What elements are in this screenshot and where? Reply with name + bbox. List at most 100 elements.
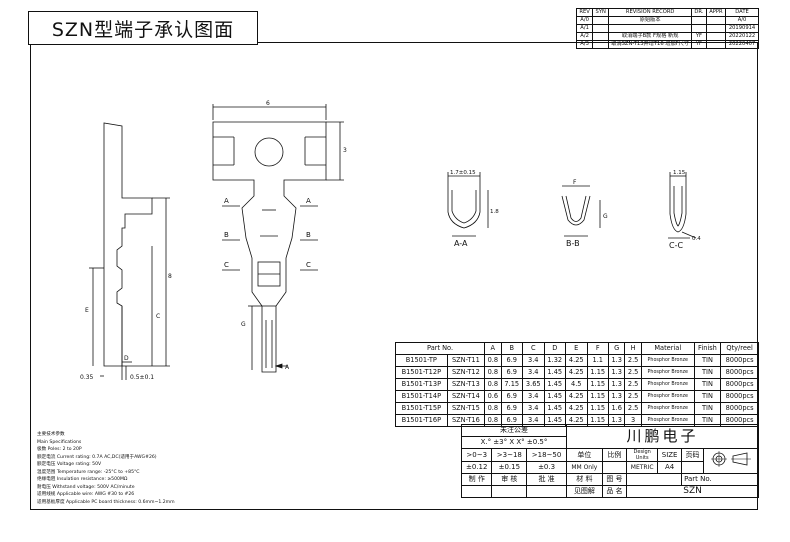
parts-row: B1501-T12P SZN-T12 0.8 6.9 3.4 1.45 4.25… — [395, 366, 759, 379]
parts-cell: Phosphor Bronze — [640, 402, 695, 415]
section-b-right: B — [306, 231, 311, 239]
spec-line: 极数 Poles: 2 to 20P — [37, 447, 82, 452]
aa-section-label: A-A — [454, 239, 468, 248]
parts-cell: 0.8 — [484, 402, 502, 415]
size-label: SIZE — [657, 448, 683, 462]
rev-cell: 20220407 — [725, 40, 759, 49]
projection-icon — [711, 451, 751, 467]
parts-cell: TIN — [693, 390, 722, 403]
section-c-left: C — [224, 261, 229, 269]
parts-cell: 4.25 — [565, 366, 588, 379]
spec-line: 耐电压 Withstand voltage: 500V AC/minute — [37, 484, 135, 490]
cc-thickness-label: 0.4 — [692, 236, 701, 242]
section-aa: 1.7±0.15 1.8 A-A — [447, 170, 499, 248]
parts-cell: 8000pcs — [720, 402, 759, 415]
parts-cell: 3.4 — [522, 402, 545, 415]
parts-cell: B1501-T12P — [395, 366, 448, 379]
parts-row: B1501-T13P SZN-T13 0.8 7.15 3.65 1.45 4.… — [395, 378, 759, 391]
parts-cell: 8000pcs — [720, 378, 759, 391]
specs-heading: 主要技术参数 — [37, 432, 65, 437]
aa-height-label: 1.8 — [490, 209, 499, 215]
rev-cell: 取消SZN-T13并增T16 增加F尺寸 — [608, 40, 693, 49]
dim-total-height-label: 8 — [168, 273, 172, 280]
section-c-right: C — [306, 261, 311, 269]
spec-line: 适用线规 Applicable wire: AWG #30 to #26 — [37, 492, 135, 497]
title-block: 未注公差 川鹏电子 X.° ±3° X X° ±0.5° >0~3 >3~18 … — [460, 424, 760, 498]
parts-header-c: C — [522, 342, 545, 355]
parts-cell: 4.25 — [565, 390, 588, 403]
revision-row: A/0 原始版本 A/0 — [575, 16, 759, 25]
projection-symbol — [703, 448, 759, 474]
parts-cell: 1.15 — [586, 366, 610, 379]
parts-cell: 0.8 — [484, 354, 502, 367]
parts-cell: 1.3 — [608, 354, 626, 367]
dim-c-label: C — [156, 313, 160, 320]
parts-cell: 4.25 — [565, 354, 588, 367]
unit-value: MM Only — [565, 461, 603, 474]
parts-header-e: E — [565, 342, 588, 355]
tol-range: >0~3 — [460, 448, 493, 462]
role-drawing-no: 图 号 — [601, 473, 628, 486]
rev-cell: A/3 — [575, 40, 594, 49]
parts-cell: SZN-T14 — [446, 390, 486, 403]
parts-cell: TIN — [693, 354, 722, 367]
parts-table: Part No. A B C D E F G H Material Finish… — [394, 342, 759, 427]
section-a-left: A — [224, 197, 229, 205]
parts-cell: 6.9 — [500, 354, 524, 367]
design-units-label: Design Units — [626, 448, 659, 462]
dim-d-value: 0.5±0.1 — [130, 374, 154, 381]
tol-value: ±0.3 — [526, 461, 567, 474]
parts-cell: 1.3 — [608, 366, 626, 379]
sign-cell — [526, 485, 567, 498]
parts-cell: 8000pcs — [720, 366, 759, 379]
role-material: 材 料 — [565, 473, 603, 486]
parts-cell: 4.5 — [565, 378, 588, 391]
parts-header-material: Material — [640, 342, 695, 355]
parts-cell: 1.3 — [608, 390, 626, 403]
parts-cell: Phosphor Bronze — [640, 378, 695, 391]
scale-label: 比例 — [601, 448, 628, 462]
scale-value — [601, 461, 628, 474]
design-units-value: METRIC — [626, 461, 659, 474]
parts-cell: 1.3 — [608, 378, 626, 391]
bb-height-label: G — [603, 213, 608, 220]
front-view: 6 3 A A B B C C G A — [212, 100, 347, 373]
parts-cell: B1501-T16P — [395, 414, 448, 427]
parts-cell: Phosphor Bronze — [640, 390, 695, 403]
size-value: A4 — [657, 461, 683, 474]
parts-header-d: D — [543, 342, 567, 355]
parts-cell: 6.9 — [500, 390, 524, 403]
tolerance-angle: X.° ±3° X X° ±0.5° — [461, 436, 567, 449]
parts-cell: SZN-T15 — [446, 402, 486, 415]
product-name-label: 品 名 — [601, 485, 628, 498]
parts-header-a: A — [484, 342, 502, 355]
parts-cell: Phosphor Bronze — [640, 354, 695, 367]
parts-cell: 2.5 — [624, 390, 642, 403]
sign-cell — [491, 485, 528, 498]
parts-cell: B1501-T14P — [395, 390, 448, 403]
section-a-right: A — [306, 197, 311, 205]
drawing-frame — [30, 42, 758, 510]
parts-cell: SZN-T13 — [446, 378, 486, 391]
tol-value: ±0.15 — [491, 461, 528, 474]
dim-g-label: G — [241, 321, 246, 328]
side-view: E 8 C D 0.5±0.1 0.35 — [80, 122, 172, 381]
role-maker: 制 作 — [460, 473, 493, 486]
parts-row: B1501-T15P SZN-T15 0.8 6.9 3.4 1.45 4.25… — [395, 402, 759, 415]
rev-cell — [592, 40, 610, 49]
parts-cell: 1.45 — [543, 366, 567, 379]
parts-header-b: B — [500, 342, 524, 355]
parts-cell: 6.9 — [500, 366, 524, 379]
parts-cell: 8000pcs — [720, 390, 759, 403]
parts-cell: 6.9 — [500, 402, 524, 415]
bb-section-label: B-B — [566, 239, 580, 248]
part-no-label: Part No. — [681, 473, 759, 486]
parts-cell: 1.15 — [586, 390, 610, 403]
parts-cell: TIN — [693, 378, 722, 391]
company-name: 川鹏电子 — [565, 424, 760, 449]
parts-cell: B1501-TP — [395, 354, 448, 367]
parts-cell: TIN — [693, 366, 722, 379]
role-reviewer: 审 核 — [491, 473, 528, 486]
